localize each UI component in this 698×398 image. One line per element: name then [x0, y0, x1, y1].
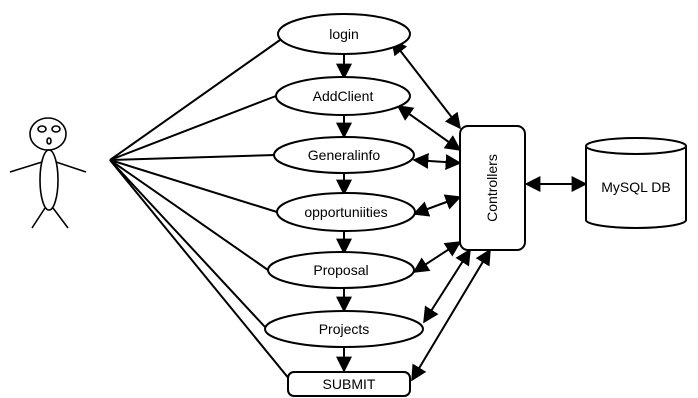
- use-case-generalinfo: Generalinfo: [273, 136, 415, 174]
- addclient-controllers-link: [396, 105, 462, 151]
- mysql-db-cylinder: MySQL DB: [585, 137, 687, 229]
- controller-links: [391, 38, 588, 382]
- submit-controllers-link: [411, 248, 491, 382]
- use-case-proposal-label: Proposal: [313, 262, 368, 278]
- actor-to-login: [109, 39, 281, 161]
- use-case-projects: Projects: [264, 310, 424, 348]
- actor-left-leg: [31, 207, 46, 229]
- actor-to-submit: [109, 159, 291, 381]
- submit-box: SUBMIT: [287, 371, 411, 397]
- actor-to-addclient: [109, 95, 277, 161]
- use-case-addclient-label: AddClient: [313, 88, 374, 104]
- use-case-generalinfo-label: Generalinfo: [308, 147, 381, 163]
- use-case-login: login: [277, 13, 411, 55]
- login-controllers-link: [391, 38, 461, 130]
- mysql-db-label: MySQL DB: [601, 179, 671, 195]
- actor-to-proposal: [109, 159, 269, 271]
- controllers-label: Controllers: [484, 154, 500, 222]
- generalinfo-controllers-link: [412, 152, 462, 171]
- actor-right-leg: [52, 207, 69, 229]
- proposal-controllers-link: [412, 241, 462, 273]
- actor-mouth: [46, 137, 52, 145]
- actor-left-arm: [9, 161, 43, 173]
- use-case-projects-label: Projects: [319, 321, 370, 337]
- actor-body: [39, 149, 59, 211]
- controllers-box: Controllers: [459, 125, 526, 251]
- opportunities-controllers-link: [412, 194, 462, 217]
- actor-associations: [109, 39, 291, 381]
- actor-to-projects: [109, 159, 266, 328]
- use-case-login-label: login: [329, 26, 359, 42]
- use-case-addclient: AddClient: [275, 76, 411, 116]
- use-case-proposal: Proposal: [267, 251, 415, 289]
- use-case-opportunities: opportuniities: [276, 192, 416, 232]
- submit-label: SUBMIT: [323, 376, 376, 392]
- actor-left-eye: [37, 125, 47, 133]
- actor-stick-figure: [9, 117, 87, 229]
- actor-right-arm: [55, 161, 87, 173]
- actor-to-opportunities: [109, 159, 278, 213]
- actor-right-eye: [51, 125, 61, 133]
- actor-to-generalinfo: [109, 154, 276, 161]
- use-case-opportunities-label: opportuniities: [304, 204, 387, 220]
- actor-head: [29, 117, 67, 151]
